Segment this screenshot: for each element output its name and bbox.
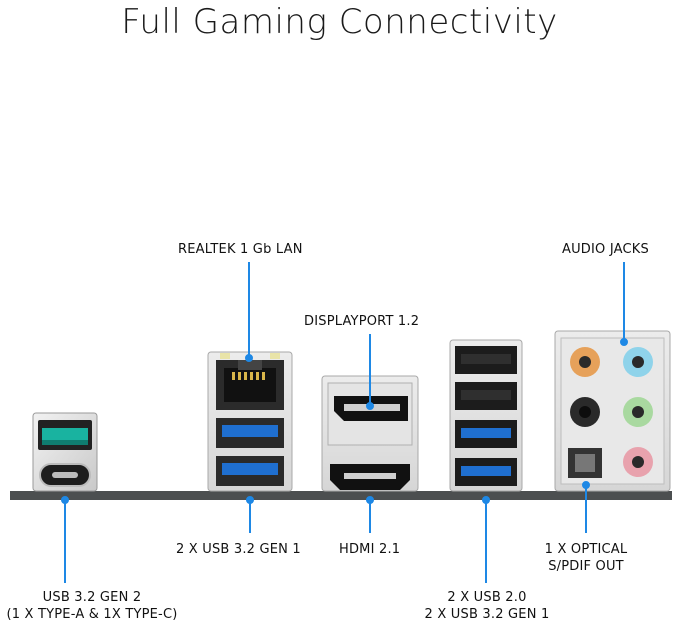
- rj45-lan-port: [216, 353, 284, 410]
- callouts: [61, 262, 628, 583]
- pcb-edge: [10, 491, 672, 500]
- lan-usb-stack: [207, 351, 293, 492]
- label-usb-pair: 2 X USB 3.2 GEN 1: [176, 542, 301, 557]
- usb-quad-stack: [449, 339, 523, 492]
- label-optical-line1: 1 X OPTICAL: [544, 542, 628, 557]
- optical-spdif-port: [568, 448, 602, 478]
- label-usb-stack: 2 X USB 2.0 2 X USB 3.2 GEN 1: [414, 589, 560, 623]
- audio-jack-black: [570, 397, 600, 427]
- label-optical-line2: S/PDIF OUT: [548, 559, 624, 574]
- video-output-stack: [321, 375, 419, 492]
- label-usb-stack-line2: 2 X USB 3.2 GEN 1: [424, 607, 550, 622]
- label-realtek-lan: REALTEK 1 Gb LAN: [178, 242, 303, 257]
- usb3-gen1-port: [216, 418, 284, 448]
- usb3-gen1-port: [455, 420, 517, 448]
- usb-gen2-stack: [32, 412, 98, 492]
- audio-block: [554, 330, 671, 492]
- label-usb-gen2: USB 3.2 GEN 2 (1 X TYPE-A & 1X TYPE-C): [2, 589, 182, 623]
- label-usb-gen2-line2: (1 X TYPE-A & 1X TYPE-C): [6, 607, 178, 622]
- hdmi-port: [330, 464, 410, 490]
- page-title: Full Gaming Connectivity: [121, 2, 558, 42]
- audio-jack-pink: [623, 447, 653, 477]
- label-audio-jacks: AUDIO JACKS: [562, 242, 649, 257]
- usb3-gen1-port: [455, 458, 517, 486]
- usb3-gen1-port: [216, 456, 284, 486]
- label-optical: 1 X OPTICAL S/PDIF OUT: [520, 541, 652, 575]
- label-usb-gen2-line1: USB 3.2 GEN 2: [42, 590, 142, 605]
- audio-jack-green: [623, 397, 653, 427]
- label-hdmi: HDMI 2.1: [339, 542, 401, 557]
- label-usb-stack-line1: 2 X USB 2.0: [447, 590, 527, 605]
- usb2-port: [455, 346, 517, 374]
- usb2-port: [455, 382, 517, 410]
- label-displayport: DISPLAYPORT 1.2: [304, 314, 420, 329]
- audio-jack-orange: [570, 347, 600, 377]
- audio-jack-blue: [623, 347, 653, 377]
